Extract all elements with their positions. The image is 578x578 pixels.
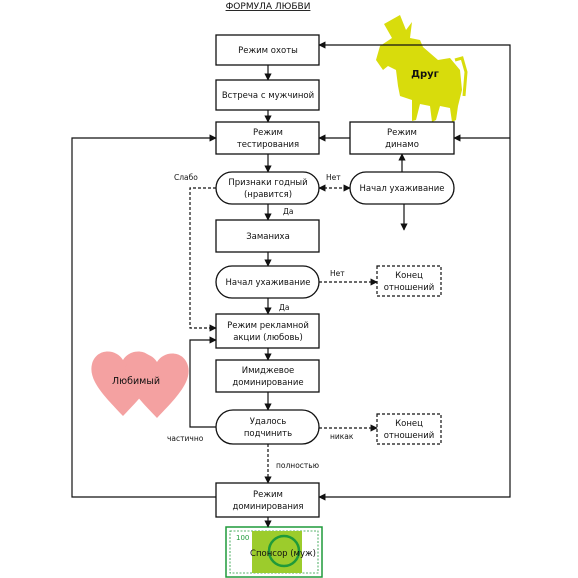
node-testing-line2: тестирования <box>237 140 299 150</box>
node-sponsor-label: Спонсор (муж) <box>250 549 316 559</box>
edge-label-yes-2: Да <box>279 303 289 312</box>
node-domination-line1: Режим <box>253 490 283 500</box>
node-domination-line2: доминирования <box>232 502 303 512</box>
node-ad-line2: акции (любовь) <box>233 333 303 343</box>
node-started-courting-1-label: Начал ухаживание <box>360 184 445 194</box>
beloved-label: Любимый <box>112 376 160 387</box>
edge-label-none: никак <box>330 432 354 441</box>
node-signs-line1: Признаки годный <box>228 178 307 188</box>
friend-goat-figure: Друг <box>376 15 468 122</box>
node-ad-line1: Режим рекламной <box>227 321 309 331</box>
node-subdued-line1: Удалось <box>250 417 287 427</box>
node-signs-line2: (нравится) <box>244 190 292 200</box>
node-end-relationship-2 <box>376 413 442 445</box>
node-hunt-mode-label: Режим охоты <box>238 46 298 56</box>
banknote-badge: 100 <box>236 534 249 542</box>
node-dinamo-line1: Режим <box>387 128 417 138</box>
banknote-emblem <box>267 534 301 568</box>
node-image-dom-line1: Имиджевое <box>242 366 295 376</box>
edge-label-weak: Слабо <box>174 173 198 182</box>
node-dinamo-line2: динамо <box>385 140 419 150</box>
node-subdued-line2: подчинить <box>244 429 292 439</box>
edge-label-full: полностью <box>276 461 319 470</box>
goat-silhouette <box>376 15 462 122</box>
beloved-hearts-figure: Любимый <box>91 351 189 418</box>
node-hunt-mode <box>215 34 320 66</box>
friend-label: Друг <box>411 69 439 80</box>
node-testing-mode <box>215 121 320 155</box>
node-bait-label: Заманиха <box>246 232 290 242</box>
edge-label-no-2: Нет <box>330 269 345 278</box>
node-end-rel-2-line1: Конец <box>395 419 423 429</box>
node-started-courting-2-label: Начал ухаживание <box>226 278 311 288</box>
node-image-dom-line2: доминирование <box>232 378 303 388</box>
node-testing-line1: Режим <box>253 128 283 138</box>
node-end-rel-1-line2: отношений <box>384 283 435 293</box>
node-sponsor-banknote: 100 Спонсор (муж) <box>225 526 323 578</box>
diagram-title: ФОРМУЛА ЛЮБВИ <box>226 2 311 12</box>
edge-label-no-1: Нет <box>326 173 341 182</box>
edge-label-yes-1: Да <box>283 207 293 216</box>
node-end-rel-2-line2: отношений <box>384 431 435 441</box>
edge-label-partial: частично <box>167 434 204 443</box>
node-end-rel-1-line1: Конец <box>395 271 423 281</box>
node-meeting-label: Встреча с мужчиной <box>222 91 314 101</box>
heart-shape-right <box>125 353 189 418</box>
node-end-relationship-1 <box>376 265 442 297</box>
